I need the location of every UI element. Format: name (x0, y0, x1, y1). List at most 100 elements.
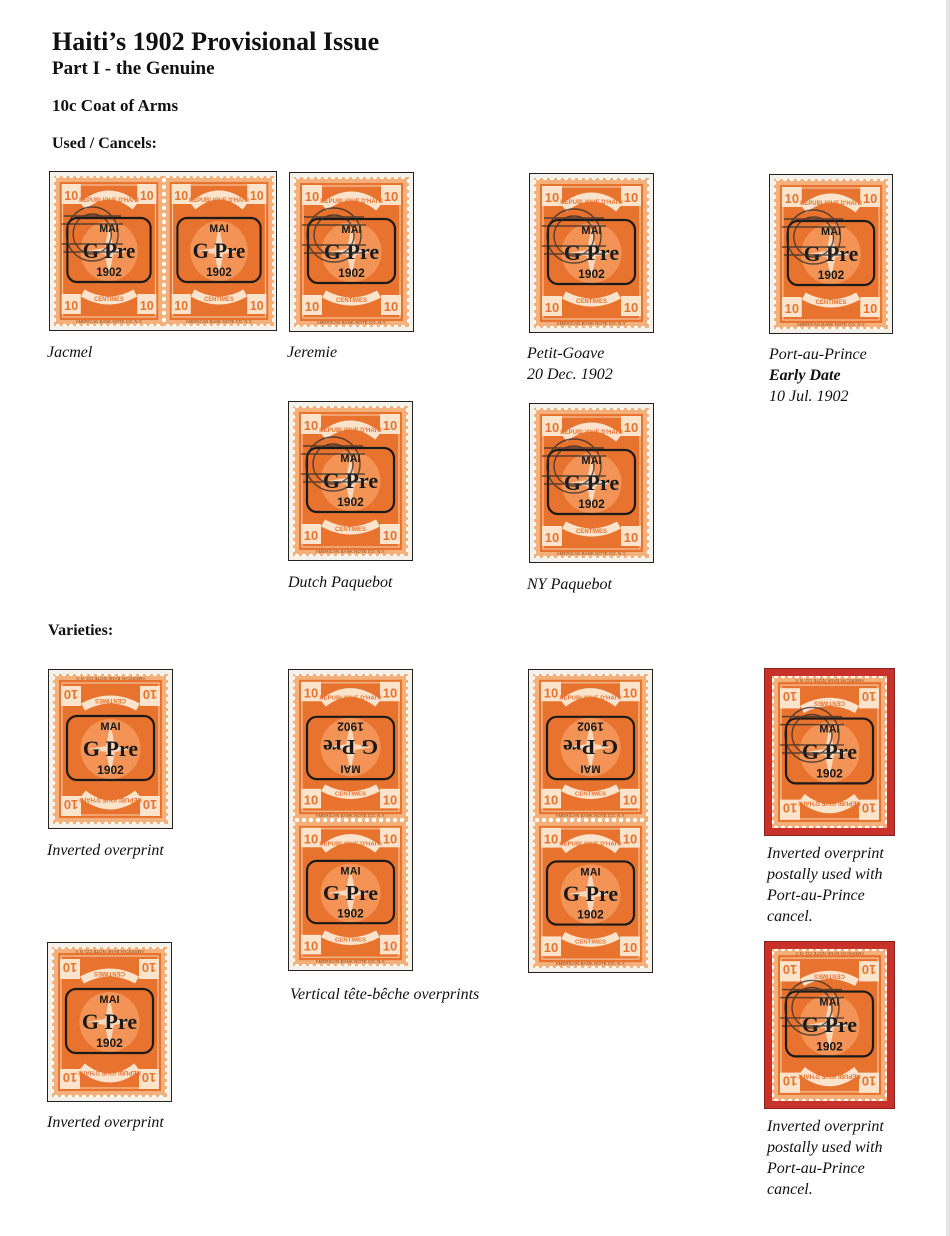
svg-text:CENTIMES: CENTIMES (575, 939, 606, 945)
svg-text:1902: 1902 (206, 266, 232, 279)
svg-text:10: 10 (383, 939, 397, 954)
svg-text:10: 10 (305, 189, 319, 204)
svg-text:10: 10 (383, 793, 397, 808)
svg-text:MAI: MAI (100, 721, 120, 733)
svg-text:MAI: MAI (821, 226, 841, 238)
stamp-artwork: 10 10 10 10 REPUBLIQUE D'HAITI CENTIMES … (533, 674, 648, 820)
svg-text:1902: 1902 (97, 763, 124, 777)
stamp-port-au-prince: 10 10 10 10 REPUBLIQUE D'HAITI CENTIMES … (774, 179, 888, 329)
svg-text:1902: 1902 (577, 720, 604, 734)
svg-text:MAI: MAI (209, 223, 228, 235)
svg-text:10: 10 (64, 298, 78, 313)
caption-pap-early: Early Date (769, 367, 841, 384)
stamp-inverted-used-1: 10 10 10 10 REPUBLIQUE D'HAITI CENTIMES … (772, 676, 887, 828)
svg-text:10: 10 (783, 962, 797, 977)
stamp-tete-beche-1-bottom: 10 10 10 10 REPUBLIQUE D'HAITI CENTIMES … (293, 820, 408, 966)
svg-text:10: 10 (64, 188, 78, 203)
svg-text:G Pre: G Pre (83, 736, 138, 761)
svg-text:G Pre: G Pre (564, 470, 619, 495)
svg-text:10: 10 (862, 1074, 876, 1089)
svg-text:10: 10 (174, 188, 188, 203)
svg-text:10: 10 (64, 797, 78, 812)
caption-inverted-used-2-line2: postally used with (767, 1139, 883, 1156)
stamp-petit-goave: 10 10 10 10 REPUBLIQUE D'HAITI CENTIMES … (534, 178, 649, 328)
stamp-artwork: 10 10 10 10 REPUBLIQUE D'HAITI CENTIMES … (164, 176, 274, 326)
svg-text:REPUBLIQUE D'HAITI: REPUBLIQUE D'HAITI (319, 428, 382, 434)
svg-text:REPUBLIQUE D'HAITI: REPUBLIQUE D'HAITI (78, 1069, 141, 1075)
stamp-inverted-2: 10 10 10 10 REPUBLIQUE D'HAITI CENTIMES … (52, 947, 167, 1097)
caption-inverted-1: Inverted overprint (47, 842, 164, 859)
stamp-artwork: 10 10 10 10 REPUBLIQUE D'HAITI CENTIMES … (534, 408, 649, 558)
svg-text:CENTIMES: CENTIMES (814, 699, 845, 705)
svg-text:10: 10 (304, 686, 318, 701)
svg-text:MAI: MAI (819, 724, 839, 736)
caption-ny-paquebot: NY Paquebot (527, 576, 612, 593)
caption-inverted-2: Inverted overprint (47, 1114, 164, 1131)
svg-text:MAI: MAI (580, 763, 600, 775)
caption-inverted-used-2-line4: cancel. (767, 1181, 813, 1198)
svg-text:MAI: MAI (581, 225, 601, 237)
svg-text:10: 10 (785, 191, 799, 206)
svg-text:AMERICAN BANK NOTE CO. N.Y.: AMERICAN BANK NOTE CO. N.Y. (316, 959, 386, 964)
svg-text:10: 10 (140, 188, 154, 203)
svg-text:10: 10 (384, 189, 398, 204)
stamp-artwork: 10 10 10 10 REPUBLIQUE D'HAITI CENTIMES … (772, 949, 887, 1101)
svg-text:G Pre: G Pre (563, 882, 618, 906)
svg-text:10: 10 (383, 418, 397, 433)
svg-text:REPUBLIQUE D'HAITI: REPUBLIQUE D'HAITI (79, 796, 142, 802)
caption-inverted-used-2-line3: Port-au-Prince (767, 1160, 865, 1177)
svg-text:REPUBLIQUE D'HAITI: REPUBLIQUE D'HAITI (320, 199, 383, 205)
svg-text:10: 10 (545, 300, 559, 315)
caption-inverted-used-2-line1: Inverted overprint (767, 1118, 884, 1135)
caption-port-au-prince: Port-au-Prince Early Date 10 Jul. 1902 (769, 344, 867, 407)
caption-inverted-used-1: Inverted overprint postally used with Po… (767, 843, 884, 927)
caption-petit-goave-date: 20 Dec. 1902 (527, 366, 613, 383)
svg-text:1902: 1902 (96, 266, 122, 279)
svg-text:10: 10 (304, 939, 318, 954)
svg-text:MAI: MAI (819, 997, 839, 1009)
stamp-name-heading: 10c Coat of Arms (52, 96, 179, 115)
svg-text:AMERICAN BANK NOTE CO. N.Y.: AMERICAN BANK NOTE CO. N.Y. (557, 551, 627, 556)
svg-text:1902: 1902 (96, 1036, 123, 1050)
svg-text:REPUBLIQUE D'HAITI: REPUBLIQUE D'HAITI (560, 430, 623, 436)
svg-text:10: 10 (545, 190, 559, 205)
svg-text:G Pre: G Pre (82, 1009, 137, 1034)
svg-text:AMERICAN BANK NOTE CO. N.Y.: AMERICAN BANK NOTE CO. N.Y. (317, 320, 387, 325)
svg-text:10: 10 (623, 940, 637, 955)
svg-text:10: 10 (862, 689, 876, 704)
stamp-artwork: 10 10 10 10 REPUBLIQUE D'HAITI CENTIMES … (533, 820, 648, 968)
svg-text:10: 10 (544, 793, 558, 808)
svg-text:10: 10 (783, 1074, 797, 1089)
used-cancels-heading: Used / Cancels: (52, 135, 157, 152)
svg-text:1902: 1902 (577, 908, 604, 922)
caption-jacmel: Jacmel (47, 344, 93, 361)
stamp-artwork: 10 10 10 10 REPUBLIQUE D'HAITI CENTIMES … (293, 674, 408, 820)
caption-inverted-used-1-line3: Port-au-Prince (767, 887, 865, 904)
svg-text:10: 10 (64, 687, 78, 702)
stamp-artwork: 10 10 10 10 REPUBLIQUE D'HAITI CENTIMES … (772, 676, 887, 828)
svg-text:10: 10 (623, 793, 637, 808)
svg-text:REPUBLIQUE D'HAITI: REPUBLIQUE D'HAITI (560, 200, 623, 206)
svg-text:REPUBLIQUE D'HAITI: REPUBLIQUE D'HAITI (800, 201, 862, 207)
svg-text:CENTIMES: CENTIMES (335, 527, 366, 533)
svg-text:MAI: MAI (340, 866, 360, 878)
svg-text:AMERICAN BANK NOTE CO. N.Y.: AMERICAN BANK NOTE CO. N.Y. (76, 676, 146, 681)
svg-text:1902: 1902 (338, 266, 365, 280)
caption-pap-place: Port-au-Prince (769, 346, 867, 363)
svg-text:10: 10 (863, 191, 877, 206)
svg-text:CENTIMES: CENTIMES (814, 972, 845, 978)
svg-text:10: 10 (143, 687, 157, 702)
svg-text:10: 10 (384, 299, 398, 314)
svg-text:10: 10 (544, 832, 558, 847)
svg-text:REPUBLIQUE D'HAITI: REPUBLIQUE D'HAITI (79, 198, 139, 204)
stamp-artwork: 10 10 10 10 REPUBLIQUE D'HAITI CENTIMES … (534, 178, 649, 328)
svg-text:CENTIMES: CENTIMES (816, 300, 847, 306)
svg-text:10: 10 (305, 299, 319, 314)
svg-text:10: 10 (174, 298, 188, 313)
svg-text:10: 10 (785, 301, 799, 316)
svg-text:MAI: MAI (340, 763, 360, 775)
svg-text:REPUBLIQUE D'HAITI: REPUBLIQUE D'HAITI (319, 841, 382, 847)
svg-text:MAI: MAI (580, 866, 600, 878)
svg-text:10: 10 (142, 960, 156, 975)
svg-text:G Pre: G Pre (802, 1012, 857, 1037)
